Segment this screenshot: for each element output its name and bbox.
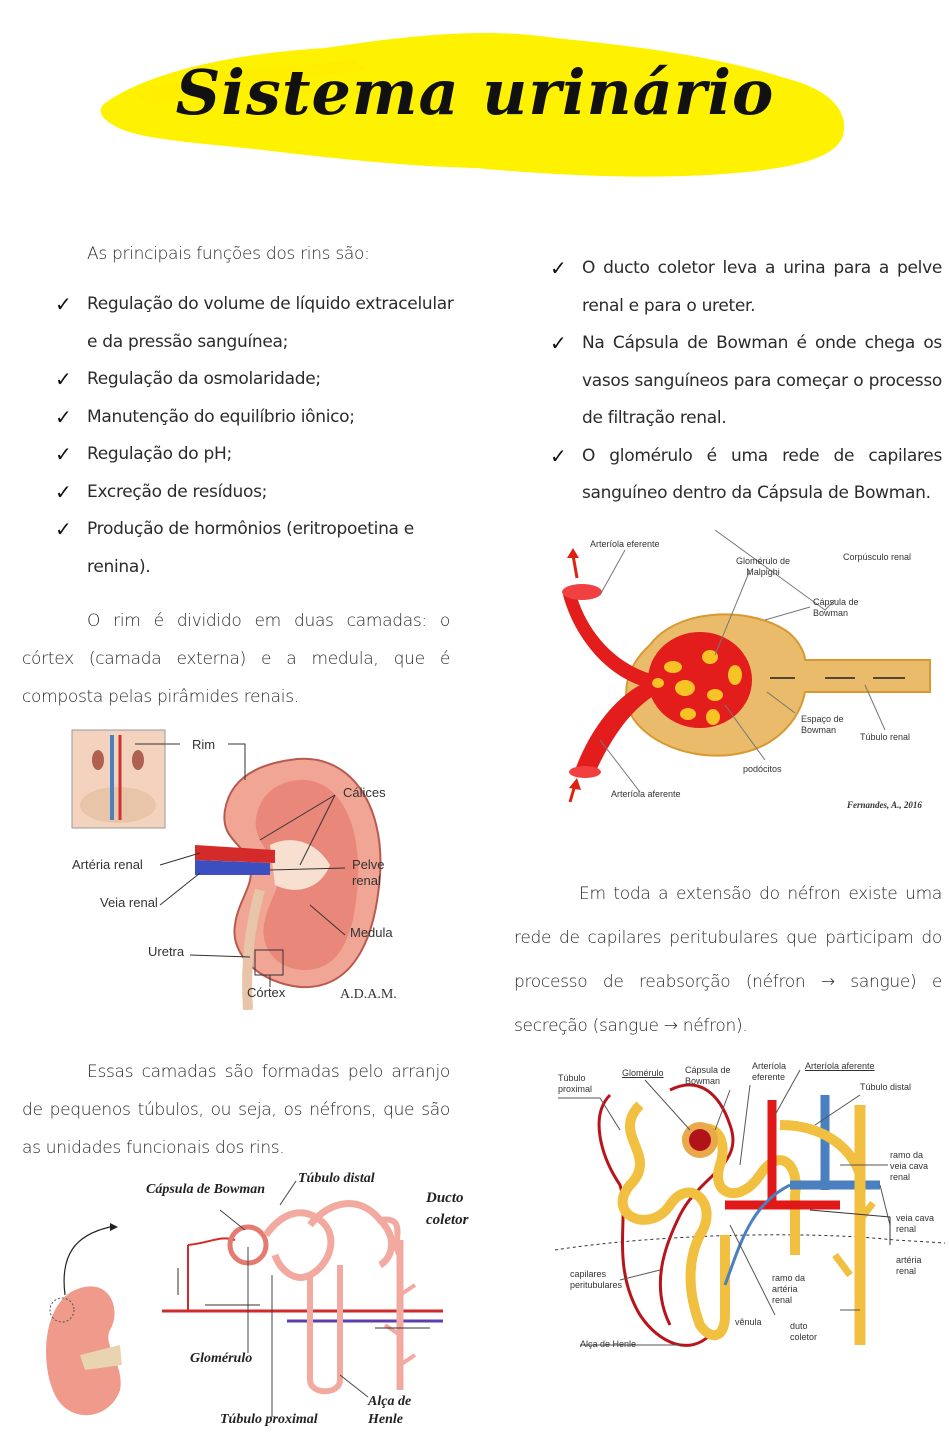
label-espaco-bowman: Espaço de Bowman [801, 714, 844, 735]
label-medula: Medula [350, 925, 393, 940]
peritubular-capillary-figure: Túbulo proximal Glomérulo Cápsula de Bow… [550, 1055, 949, 1365]
kidney-illustration [71, 729, 382, 1010]
capillary-illustration [554, 1069, 946, 1347]
nephron-illustration [46, 1180, 443, 1417]
nephron-figure: Cápsula de Bowman Túbulo distal Ducto co… [30, 1165, 490, 1456]
list-item: ✓Na Cápsula de Bowman é onde chega os va… [550, 325, 942, 438]
label-corpusculo-renal: Corpúsculo renal [843, 552, 912, 562]
label-arteriola-aferente: Arteríola aferente [805, 1061, 875, 1071]
label-cortex: Córtex [247, 985, 286, 1000]
checkmark-icon: ✓ [550, 443, 567, 468]
checkmark-icon: ✓ [55, 404, 72, 429]
functions-list: ✓Regulação do volume de líquido extracel… [55, 286, 455, 586]
label-tubulo-renal: Túbulo renal [860, 732, 911, 742]
label-ducto-coletor: Ducto coletor [426, 1190, 469, 1228]
checkmark-icon: ✓ [55, 367, 72, 391]
list-item: ✓Regulação da osmolaridade; [55, 361, 455, 399]
label-veia-cava-renal: veia cava renal [896, 1213, 935, 1234]
label-capsula-bowman: Cápsula de Bowman [685, 1065, 731, 1086]
figure-credit: Fernandes, A., 2016 [847, 800, 922, 810]
label-tubulo-proximal: Túbulo proximal [220, 1412, 318, 1427]
list-item: ✓Manutenção do equilíbrio iônico; [55, 399, 455, 437]
yellow-brush-stroke [100, 32, 845, 177]
label-calices: Cálices [343, 785, 386, 800]
structure-list: ✓O ducto coletor leva a urina para a pel… [550, 250, 942, 513]
label-capsula-bowman: Cápsula de Bowman [813, 597, 859, 618]
checkmark-icon: ✓ [55, 517, 72, 541]
checkmark-icon: ✓ [55, 292, 72, 316]
label-alca-henle: Alça de Henle [368, 1394, 412, 1427]
label-tubulo-proximal: Túbulo proximal [558, 1073, 593, 1094]
list-item: ✓Regulação do volume de líquido extracel… [55, 286, 455, 361]
list-item: ✓Produção de hormônios (eritropoetina e … [55, 511, 455, 586]
label-rim: Rim [192, 737, 216, 752]
page-title: Sistema urinário [175, 56, 775, 129]
adam-credit: A.D.A.M. [340, 987, 397, 1002]
label-glomerulo: Glomérulo [622, 1068, 664, 1078]
renal-corpuscle-figure: Arteríola eferente Glomérulo de Malpighi… [555, 530, 945, 820]
checkmark-icon: ✓ [55, 479, 72, 504]
functions-intro: As principais funções dos rins são: [87, 244, 370, 264]
label-venula: vênula [735, 1317, 762, 1327]
checkmark-icon: ✓ [55, 442, 72, 466]
label-arteriola-aferente: Arteríola aferente [611, 789, 681, 799]
list-item: ✓O glomérulo é uma rede de capilares san… [550, 438, 942, 513]
list-item: ✓Excreção de resíduos; [55, 474, 455, 512]
label-veia-renal: Veia renal [100, 895, 158, 910]
label-uretra: Uretra [148, 944, 185, 959]
label-capilares-peritubulares: capilares peritubulares [570, 1269, 623, 1290]
label-pelve-renal: Pelve renal [352, 857, 385, 888]
label-alca-henle: Alça de Henle [580, 1339, 637, 1349]
label-arteriola-eferente: Arteríola eferente [752, 1061, 787, 1082]
capillaries-paragraph: Em toda a extensão do néfron existe uma … [514, 884, 942, 1036]
nephron-paragraph: Essas camadas são formadas pelo arranjo … [22, 1062, 450, 1158]
label-ramo-arteria-renal: ramo da artéria renal [772, 1273, 806, 1305]
label-arteriola-eferente: Arteríola eferente [590, 539, 660, 549]
layers-paragraph: O rim é dividido em duas camadas: o córt… [22, 611, 450, 707]
label-tubulo-distal: Túbulo distal [298, 1171, 375, 1186]
list-item: ✓Regulação do pH; [55, 436, 455, 474]
label-duto-coletor: duto coletor [790, 1321, 818, 1342]
label-ramo-veia-cava: ramo da veia cava renal [890, 1150, 929, 1182]
label-tubulo-distal: Túbulo distal [860, 1082, 912, 1092]
corpuscle-illustration [562, 530, 931, 803]
kidney-anatomy-figure: Rim Cálices Artéria renal Pelve renal Ve… [60, 725, 430, 1010]
list-item: ✓O ducto coletor leva a urina para a pel… [550, 250, 942, 325]
label-glomerulo: Glomérulo [190, 1351, 253, 1366]
label-glomerulo-malpighi: Glomérulo de Malpighi [735, 556, 791, 577]
label-capsula-bowman: Cápsula de Bowman [146, 1182, 266, 1197]
label-arteria-renal: artéria renal [896, 1255, 922, 1276]
label-podocitos: podócitos [743, 764, 782, 774]
checkmark-icon: ✓ [550, 331, 567, 355]
label-arteria-renal: Artéria renal [72, 857, 143, 872]
title-banner: Sistema urinário [95, 8, 855, 188]
checkmark-icon: ✓ [550, 256, 567, 280]
